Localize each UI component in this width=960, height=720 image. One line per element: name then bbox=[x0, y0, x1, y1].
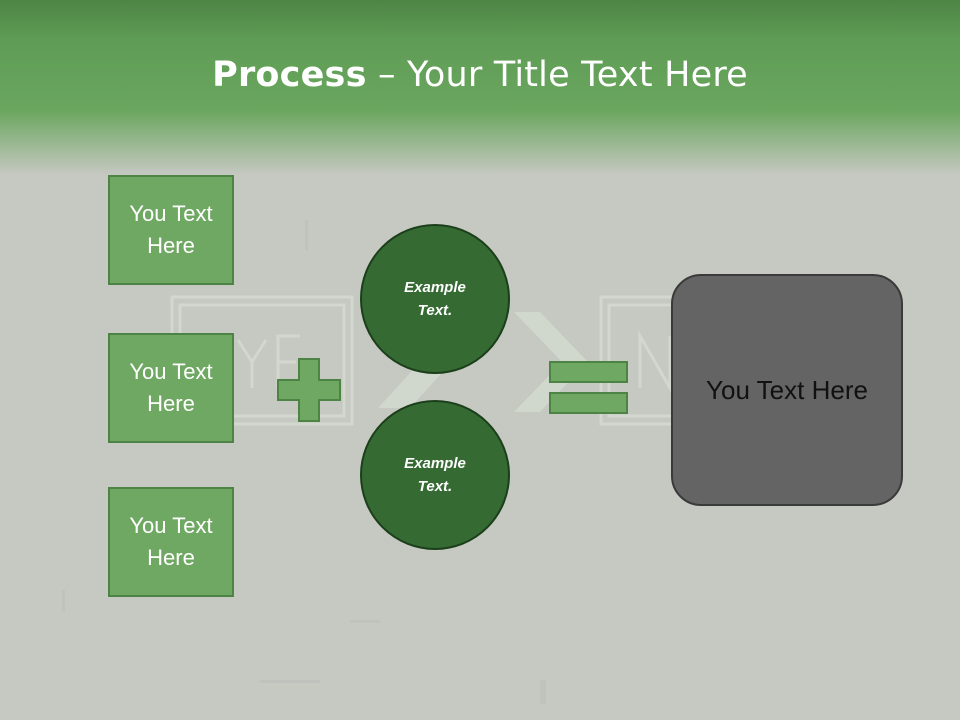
text-box-1[interactable]: You Text Here bbox=[108, 175, 234, 285]
header-band bbox=[0, 0, 960, 180]
page-title: Process – Your Title Text Here bbox=[0, 52, 960, 98]
title-rest: Your Title Text Here bbox=[406, 55, 748, 95]
equals-icon bbox=[549, 361, 628, 414]
text-box-2[interactable]: You Text Here bbox=[108, 333, 234, 443]
plus-icon bbox=[277, 358, 341, 422]
result-box[interactable]: You Text Here bbox=[671, 274, 903, 506]
example-circle-1[interactable]: Example Text. bbox=[360, 224, 510, 374]
example-circle-2[interactable]: Example Text. bbox=[360, 400, 510, 550]
text-box-3[interactable]: You Text Here bbox=[108, 487, 234, 597]
title-bold: Process bbox=[212, 55, 367, 95]
title-separator: – bbox=[366, 55, 407, 95]
